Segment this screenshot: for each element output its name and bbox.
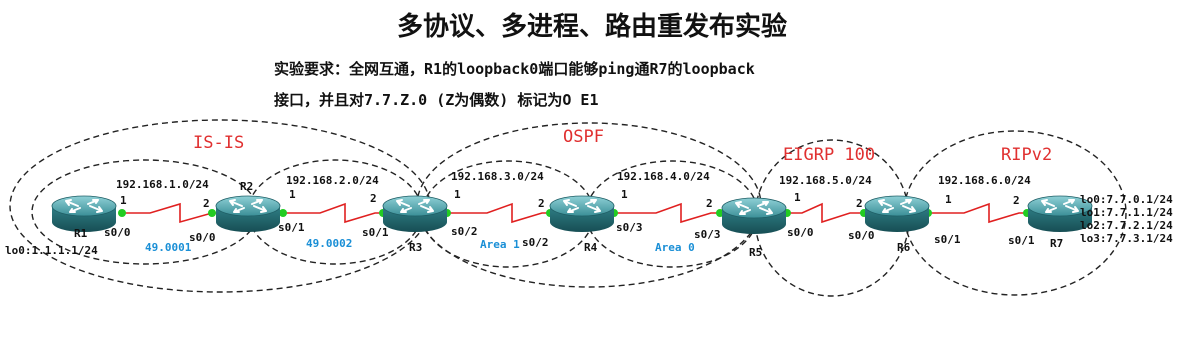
serial-link-r4-r5 bbox=[614, 202, 720, 224]
interface-r4-s0-3: s0/3 bbox=[616, 221, 643, 234]
loopback-r7-lo1: lo1:7.7.1.1/24 bbox=[1080, 206, 1173, 219]
interface-r6-s0-0: s0/0 bbox=[848, 229, 875, 242]
router-r3[interactable] bbox=[382, 195, 448, 233]
requirement-line-2: 接口，并且对7.7.Z.0 (Z为偶数) 标记为O E1 bbox=[274, 91, 599, 109]
port-dot-r2-s0-1 bbox=[279, 209, 287, 217]
serial-link-r2-r3 bbox=[283, 202, 383, 224]
area-label-49-0002: 49.0002 bbox=[306, 237, 352, 250]
router-r2[interactable] bbox=[215, 195, 281, 233]
requirement-line-1: 实验要求：全网互通，R1的loopback0端口能够ping通R7的loopba… bbox=[274, 60, 755, 78]
link-end-r6-r7-a: 1 bbox=[945, 193, 952, 206]
eigrp-label: EIGRP 100 bbox=[783, 145, 875, 165]
link-end-r3-r4-b: 2 bbox=[538, 197, 545, 210]
link-end-r1-r2-a: 1 bbox=[120, 194, 127, 207]
subnet-label-r2-r3: 192.168.2.0/24 bbox=[286, 174, 379, 187]
link-end-r3-r4-a: 1 bbox=[454, 188, 461, 201]
link-end-r4-r5-a: 1 bbox=[621, 188, 628, 201]
port-dot-r1-s0-0 bbox=[118, 209, 126, 217]
interface-r2-s0-1: s0/1 bbox=[278, 221, 305, 234]
link-end-r5-r6-b: 2 bbox=[856, 197, 863, 210]
interface-r5-s0-3: s0/3 bbox=[694, 228, 721, 241]
area-label-49-0001: 49.0001 bbox=[145, 241, 192, 254]
interface-r4-s0-2: s0/2 bbox=[522, 236, 549, 249]
link-end-r1-r2-b: 2 bbox=[203, 197, 210, 210]
area-label-area-0: Area 0 bbox=[655, 241, 695, 254]
diagram-title: 多协议、多进程、路由重发布实验 bbox=[396, 12, 787, 42]
link-end-r2-r3-a: 1 bbox=[289, 188, 296, 201]
serial-link-r6-r7 bbox=[928, 202, 1027, 224]
loopback-r7-lo3: lo3:7.7.3.1/24 bbox=[1080, 232, 1173, 245]
router-label-r5: R5 bbox=[749, 246, 762, 259]
router-label-r3: R3 bbox=[409, 241, 422, 254]
subnet-label-r5-r6: 192.168.5.0/24 bbox=[779, 174, 872, 187]
router-label-r1: R1 bbox=[74, 227, 88, 240]
link-end-r5-r6-a: 1 bbox=[794, 191, 801, 204]
interface-r7-s0-1: s0/1 bbox=[1008, 234, 1035, 247]
interface-r3-s0-2: s0/2 bbox=[451, 225, 478, 238]
loopback-r7-lo0: lo0:7.7.0.1/24 bbox=[1080, 193, 1173, 206]
subnet-label-r4-r5: 192.168.4.0/24 bbox=[617, 170, 710, 183]
subnet-label-r6-r7: 192.168.6.0/24 bbox=[938, 174, 1031, 187]
router-label-r7: R7 bbox=[1050, 237, 1063, 250]
link-end-r6-r7-b: 2 bbox=[1013, 194, 1020, 207]
port-dot-r2-s0-0 bbox=[208, 209, 216, 217]
subnet-label-r1-r2: 192.168.1.0/24 bbox=[116, 178, 209, 191]
link-end-r4-r5-b: 2 bbox=[706, 197, 713, 210]
loopback-r1: lo0:1.1.1.1/24 bbox=[5, 244, 98, 257]
area-label-area-1: Area 1 bbox=[480, 238, 520, 251]
router-r6[interactable] bbox=[864, 195, 930, 233]
router-r4[interactable] bbox=[549, 195, 615, 233]
interface-r1-s0-0: s0/0 bbox=[104, 226, 131, 239]
serial-link-r3-r4 bbox=[447, 202, 550, 224]
router-label-r4: R4 bbox=[584, 241, 598, 254]
interface-r3-s0-1: s0/1 bbox=[362, 226, 389, 239]
serial-link-r5-r6 bbox=[787, 202, 864, 224]
interface-r2-s0-0: s0/0 bbox=[189, 231, 216, 244]
ospf-label: OSPF bbox=[563, 127, 604, 147]
router-r5[interactable] bbox=[721, 197, 787, 235]
link-end-r2-r3-b: 2 bbox=[370, 192, 377, 205]
interface-r5-s0-0: s0/0 bbox=[787, 226, 814, 239]
router-label-r2: R2 bbox=[240, 180, 253, 193]
router-label-r6: R6 bbox=[897, 241, 911, 254]
isis-label: IS-IS bbox=[193, 133, 244, 153]
loopback-r7-lo2: lo2:7.7.2.1/24 bbox=[1080, 219, 1173, 232]
rip-label: RIPv2 bbox=[1001, 145, 1052, 165]
interface-r6-s0-1: s0/1 bbox=[934, 233, 961, 246]
subnet-label-r3-r4: 192.168.3.0/24 bbox=[451, 170, 544, 183]
